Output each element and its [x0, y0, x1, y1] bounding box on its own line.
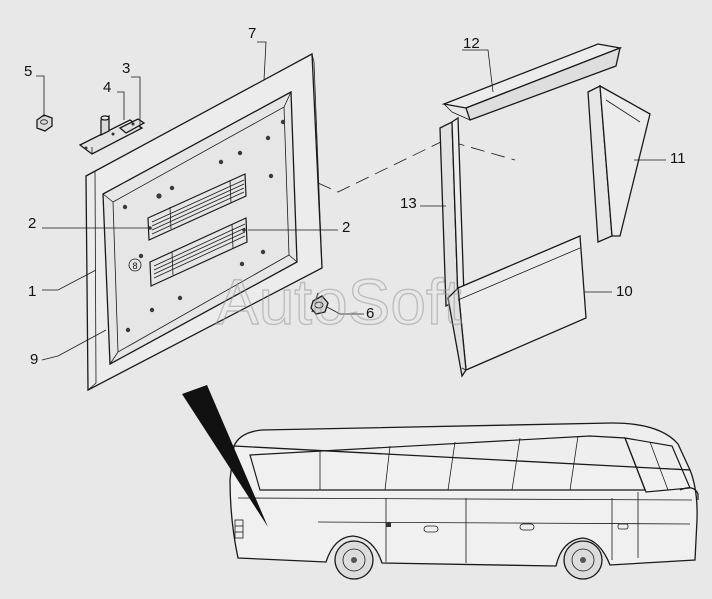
door-panel: 8 — [85, 52, 323, 392]
callout-2-left: 2 — [28, 215, 36, 232]
upper-vent-grille — [147, 173, 247, 241]
location-pointer — [182, 385, 268, 527]
callout-3: 3 — [122, 60, 130, 77]
callout-10: 10 — [616, 283, 633, 300]
vertical-strip-13 — [439, 116, 465, 308]
lower-panel-10 — [447, 235, 587, 378]
callout-8-badge: 8 — [128, 258, 142, 272]
bus-illustration — [229, 422, 699, 580]
callout-12: 12 — [463, 35, 480, 52]
top-trim-12 — [441, 43, 623, 121]
bolt-6 — [310, 292, 329, 315]
callout-11: 11 — [670, 150, 686, 167]
callout-5: 5 — [24, 63, 32, 80]
callout-1: 1 — [28, 283, 36, 300]
callout-8: 8 — [132, 261, 137, 271]
callout-labels: 5 4 3 7 2 2 1 9 6 12 13 11 10 — [24, 25, 686, 368]
corner-piece-11 — [587, 84, 651, 243]
screw-holes — [122, 119, 286, 333]
callout-7: 7 — [248, 25, 256, 42]
callout-4: 4 — [103, 79, 111, 96]
callout-2-right: 2 — [342, 219, 350, 236]
callout-13: 13 — [400, 195, 417, 212]
callout-9: 9 — [30, 351, 38, 368]
lower-vent-grille — [149, 217, 248, 287]
leader-lines — [36, 41, 666, 361]
callout-6: 6 — [366, 305, 374, 322]
watermark: AutoSoft — [216, 266, 462, 338]
nut-5 — [36, 114, 53, 132]
assembly-dashed-line — [317, 139, 516, 193]
hinge-assembly — [78, 114, 146, 155]
